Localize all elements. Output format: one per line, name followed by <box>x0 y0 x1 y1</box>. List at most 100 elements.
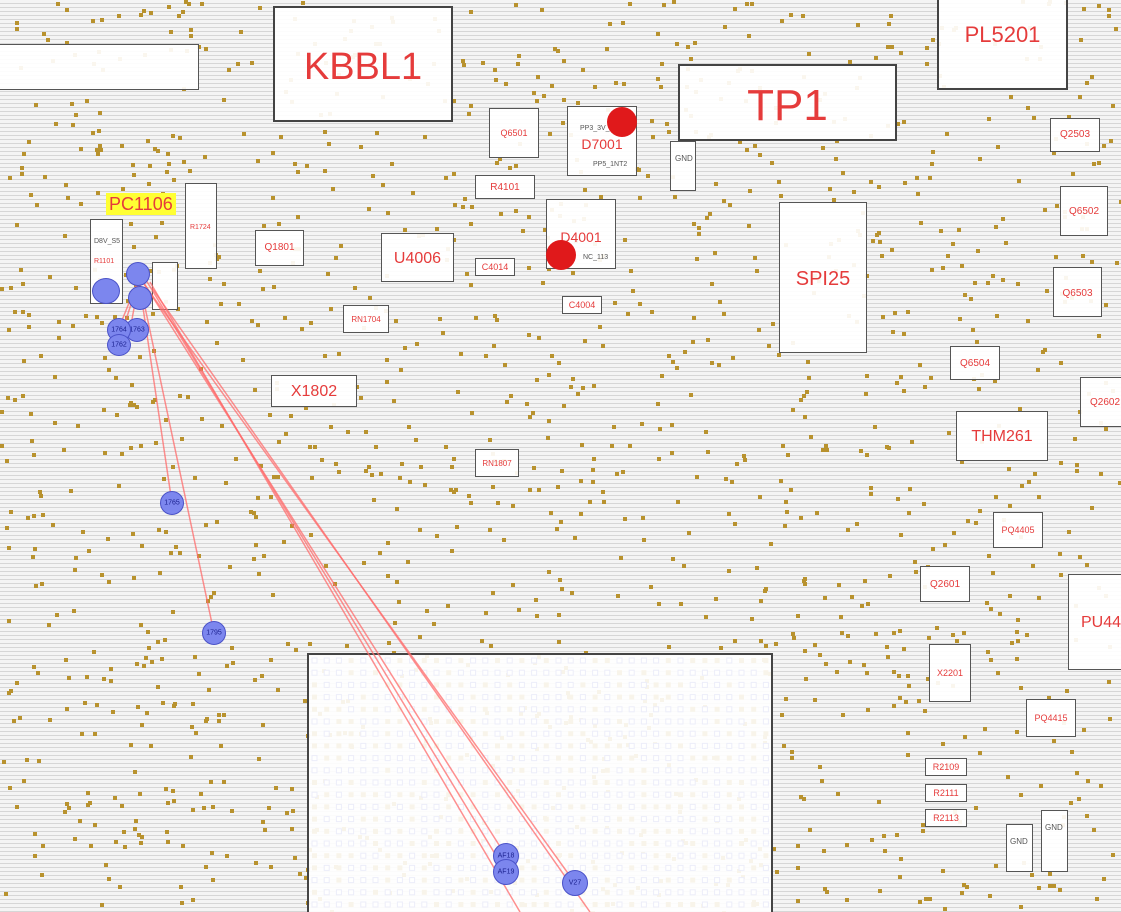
component-thm261[interactable]: THM261 <box>956 411 1048 461</box>
d7001-pin1-highlight[interactable] <box>607 107 637 137</box>
selected-part-label[interactable]: PC1106 <box>106 193 176 215</box>
via-pad <box>895 833 899 837</box>
via-pad <box>489 644 493 648</box>
component-strip-top-left[interactable] <box>0 44 199 90</box>
component-gnd-cap-2[interactable]: GND <box>1041 810 1068 872</box>
via-pad <box>758 495 762 499</box>
component-q2601[interactable]: Q2601 <box>920 566 970 602</box>
component-tp1[interactable]: TP1 <box>678 64 897 141</box>
via-pad <box>241 358 245 362</box>
component-r1724[interactable]: R1724 <box>185 183 217 269</box>
component-x2201[interactable]: X2201 <box>929 644 971 702</box>
via-pad <box>494 78 498 82</box>
component-c4004[interactable]: C4004 <box>562 296 602 314</box>
via-pad <box>801 14 805 18</box>
component-q6501[interactable]: Q6501 <box>489 108 539 158</box>
component-x1802[interactable]: X1802 <box>271 375 357 407</box>
pad-1795[interactable]: 1795 <box>202 621 226 645</box>
via-pad <box>1043 348 1047 352</box>
pad-v27[interactable]: V27 <box>562 870 588 896</box>
pad-pc1106-1[interactable] <box>126 262 150 286</box>
via-pad <box>179 885 183 889</box>
via-pad <box>86 791 90 795</box>
component-q6504[interactable]: Q6504 <box>950 346 1000 380</box>
pad-1762[interactable]: 1762 <box>107 334 131 356</box>
component-q6502[interactable]: Q6502 <box>1060 186 1108 236</box>
via-pad <box>866 602 870 606</box>
component-rn1807[interactable]: RN1807 <box>475 449 519 477</box>
via-pad <box>935 626 939 630</box>
via-pad <box>783 524 787 528</box>
via-pad <box>138 355 142 359</box>
via-pad <box>386 574 390 578</box>
component-q2503[interactable]: Q2503 <box>1050 118 1100 152</box>
component-r2111[interactable]: R2111 <box>925 784 967 802</box>
via-pad <box>895 381 899 385</box>
via-pad <box>7 546 11 550</box>
via-pad <box>166 840 170 844</box>
component-q6503[interactable]: Q6503 <box>1053 267 1102 317</box>
via-pad <box>689 393 693 397</box>
via-pad <box>139 623 143 627</box>
via-pad <box>803 582 807 586</box>
via-pad <box>1075 771 1079 775</box>
pad-af19[interactable]: AF19 <box>493 859 519 885</box>
via-pad <box>131 163 135 167</box>
via-pad <box>256 159 260 163</box>
via-pad <box>394 319 398 323</box>
component-r2113[interactable]: R2113 <box>925 809 967 827</box>
component-pu44[interactable]: PU44 <box>1068 574 1121 670</box>
component-r4101[interactable]: R4101 <box>475 175 535 199</box>
via-pad <box>731 356 735 360</box>
via-pad <box>730 480 734 484</box>
component-q1801[interactable]: Q1801 <box>255 230 304 266</box>
via-pad <box>791 408 795 412</box>
via-pad <box>1033 472 1037 476</box>
via-pad <box>550 354 554 358</box>
component-pl5201[interactable]: PL5201 <box>937 0 1068 90</box>
via-pad <box>345 644 349 648</box>
via-pad <box>202 806 206 810</box>
pad-v27-label: V27 <box>568 879 582 887</box>
via-pad <box>1026 319 1030 323</box>
via-pad <box>13 310 17 314</box>
via-pad <box>821 146 825 150</box>
via-pad <box>671 360 675 364</box>
pad-1763-label: 1763 <box>129 326 145 334</box>
via-pad <box>211 805 215 809</box>
via-pad <box>1055 204 1059 208</box>
via-pad <box>759 599 763 603</box>
component-c4014[interactable]: C4014 <box>475 258 515 276</box>
pad-1765[interactable]: 1765 <box>160 491 184 515</box>
via-pad <box>925 62 929 66</box>
component-gnd-cap-1[interactable]: GND <box>1006 824 1033 872</box>
component-rn1704[interactable]: RN1704 <box>343 305 389 333</box>
via-pad <box>562 59 566 63</box>
via-pad <box>33 547 37 551</box>
component-pq4415[interactable]: PQ4415 <box>1026 699 1076 737</box>
via-pad <box>914 570 918 574</box>
component-pq4405[interactable]: PQ4405 <box>993 512 1043 548</box>
via-pad <box>591 480 595 484</box>
via-pad <box>277 222 281 226</box>
via-pad <box>22 359 26 363</box>
via-pad <box>864 392 868 396</box>
pad-pc1106-3[interactable] <box>128 286 152 310</box>
via-pad <box>107 580 111 584</box>
d4001-pin1-highlight[interactable] <box>546 240 576 270</box>
via-pad <box>534 598 538 602</box>
component-spi25[interactable]: SPI25 <box>779 202 867 353</box>
via-pad <box>612 425 616 429</box>
via-pad <box>5 526 9 530</box>
via-pad <box>408 480 412 484</box>
component-pc1106-small[interactable] <box>152 262 178 310</box>
component-u4006[interactable]: U4006 <box>381 233 454 282</box>
pad-pc1106-2[interactable] <box>92 278 120 304</box>
component-kbbl1[interactable]: KBBL1 <box>273 6 453 122</box>
via-pad <box>1118 481 1121 485</box>
component-q2602[interactable]: Q2602 <box>1080 377 1121 427</box>
component-c2201[interactable]: GND <box>670 141 696 191</box>
bga-package[interactable] <box>307 653 773 912</box>
component-r2109[interactable]: R2109 <box>925 758 967 776</box>
